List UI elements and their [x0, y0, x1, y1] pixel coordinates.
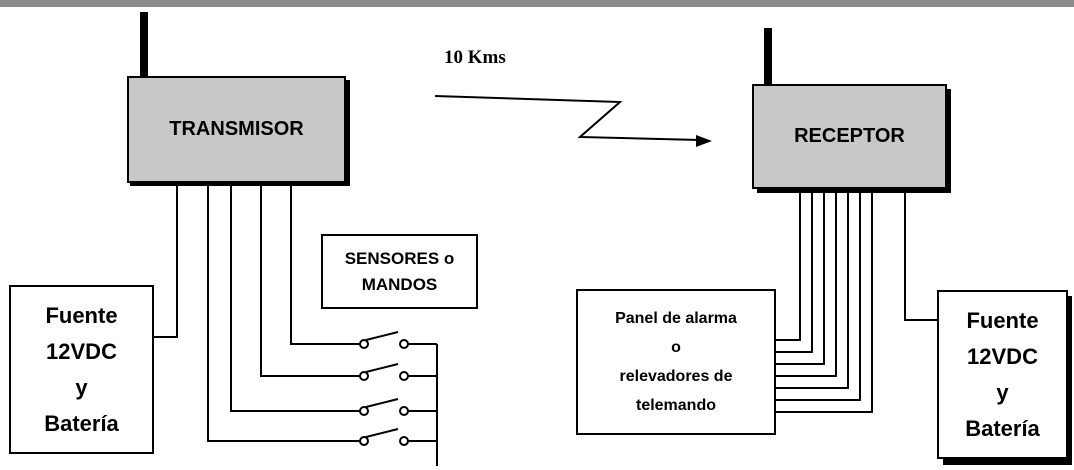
right-power-label: Fuente 12VDC y Batería: [938, 291, 1067, 458]
right-power-line-3: y: [996, 379, 1009, 405]
right-power-box: [937, 290, 1068, 459]
alarm-panel-label: Panel de alarma o relevadores de teleman…: [577, 290, 775, 434]
left-power-line-1: Fuente: [45, 302, 118, 328]
alarm-panel-box: [576, 289, 776, 435]
switch-2: [359, 363, 437, 381]
sensors-line-2: MANDOS: [361, 274, 438, 294]
receiver-box: [752, 84, 947, 189]
alarm-panel-line-2: o: [671, 339, 681, 356]
top-bar: [0, 0, 1074, 7]
right-power-line-2: 12VDC: [967, 343, 1038, 369]
receiver-antenna: [764, 28, 772, 88]
left-power-box: [9, 285, 154, 454]
rx-wire-7: [775, 188, 873, 413]
tx-power-wire: [153, 182, 178, 338]
wireless-link: [434, 95, 701, 141]
transmitter-antenna: [140, 12, 148, 82]
sensors-box: [321, 234, 478, 309]
rx-wire-5: [775, 188, 849, 389]
left-power-label: Fuente 12VDC y Batería: [10, 286, 153, 453]
left-power-line-3: y: [75, 374, 88, 400]
sensors-label: SENSORES o MANDOS: [322, 235, 477, 308]
switch-4: [359, 428, 437, 446]
tx-wire-3: [230, 182, 360, 412]
left-power-line-4: Batería: [44, 410, 119, 436]
rx-wire-6: [775, 188, 861, 401]
receiver-label: RECEPTOR: [794, 125, 905, 147]
alarm-panel-line-4: telemando: [635, 397, 716, 414]
distance-label: 10 Kms: [444, 47, 506, 68]
switch-3: [359, 398, 437, 416]
switch-1: [359, 331, 437, 349]
transmitter-box: [127, 76, 346, 183]
rx-wire-3: [775, 188, 825, 365]
sensors-line-1: SENSORES o: [344, 248, 455, 268]
rx-power-wire: [904, 188, 938, 321]
left-power-line-2: 12VDC: [46, 338, 117, 364]
rx-wire-4: [775, 188, 837, 377]
rx-wire-1: [775, 188, 801, 341]
tx-wire-2: [260, 182, 360, 377]
wireless-link-arrowhead: [696, 135, 712, 147]
right-power-line-1: Fuente: [966, 307, 1039, 333]
tx-wire-4: [207, 182, 360, 442]
tx-wire-1: [290, 182, 360, 345]
transmitter-label: TRANSMISOR: [169, 118, 304, 140]
rx-wire-2: [775, 188, 813, 353]
alarm-panel-line-1: Panel de alarma: [615, 310, 737, 327]
right-power-line-4: Batería: [965, 415, 1040, 441]
alarm-panel-line-3: relevadores de: [619, 368, 733, 385]
